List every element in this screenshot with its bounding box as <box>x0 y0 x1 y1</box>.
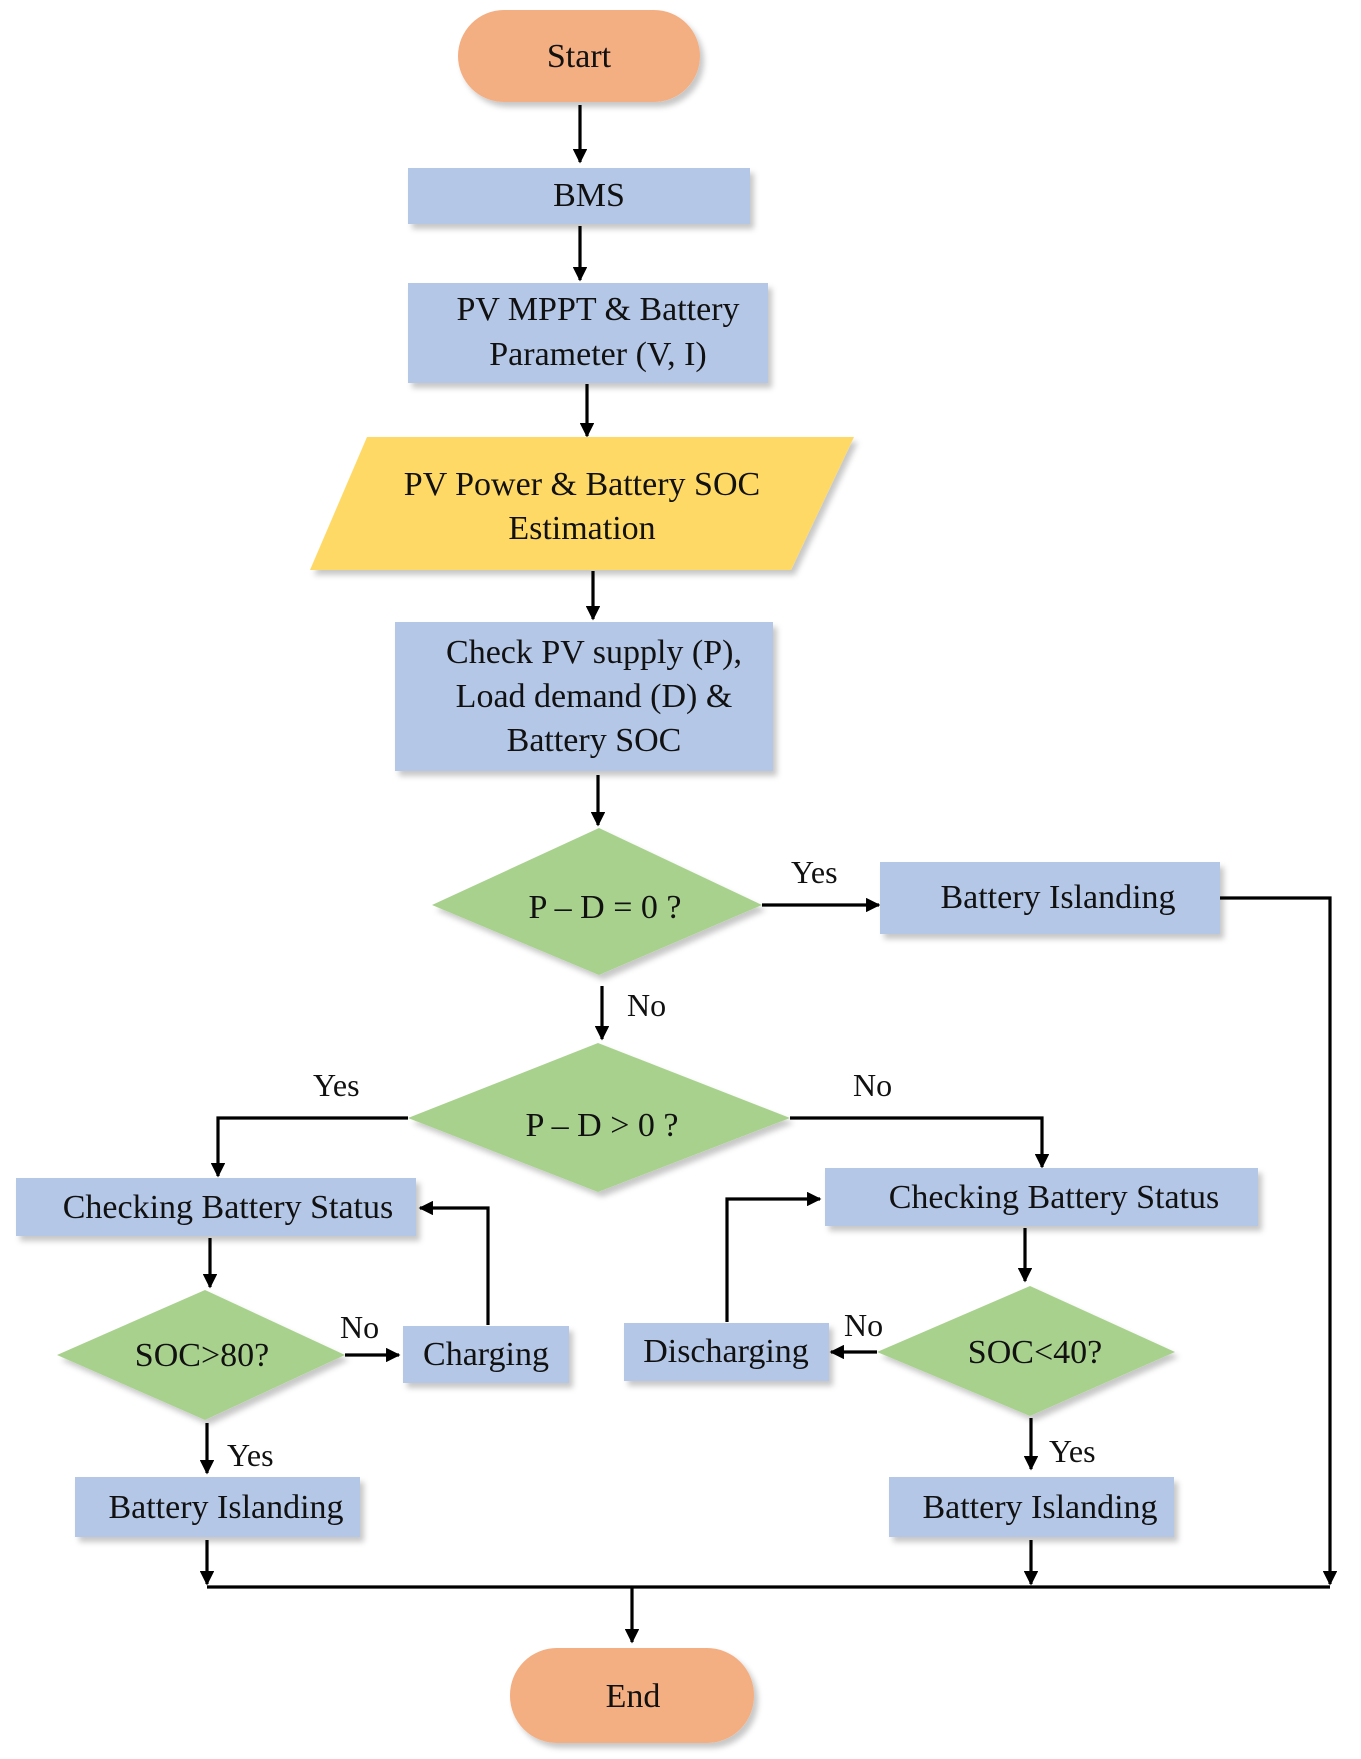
edge-surplus-yes <box>210 1116 408 1178</box>
check-line-3: Battery SOC <box>507 722 682 759</box>
decision-soc40-node: SOC<40? <box>877 1286 1175 1416</box>
label-soc80-no: No <box>340 1309 379 1345</box>
island-top-node: Battery Islanding <box>880 862 1220 934</box>
check-status-right-label: Checking Battery Status <box>889 1179 1220 1216</box>
params-line-1: PV MPPT & Battery <box>456 291 739 328</box>
check-line-1: Check PV supply (P), <box>446 634 742 671</box>
end-label: End <box>606 1678 661 1715</box>
estimation-line-2: Estimation <box>508 510 655 547</box>
island-top-label: Battery Islanding <box>940 879 1175 916</box>
island-left-label: Battery Islanding <box>108 1489 343 1526</box>
island-right-label: Battery Islanding <box>922 1489 1157 1526</box>
label-surplus-yes: Yes <box>313 1067 360 1103</box>
edge-island-top-to-end <box>1220 896 1338 1586</box>
bms-label: BMS <box>553 177 625 214</box>
edge-labels: Yes No Yes No No Yes No Yes <box>227 854 1096 1473</box>
decision-soc40-label: SOC<40? <box>968 1334 1102 1371</box>
check-status-left-node: Checking Battery Status <box>16 1178 416 1236</box>
edge-charging-loop <box>418 1200 490 1325</box>
decision-balance-label: P – D = 0 ? <box>529 889 682 926</box>
label-soc80-yes: Yes <box>227 1437 274 1473</box>
check-status-left-label: Checking Battery Status <box>63 1189 394 1226</box>
nodes: Start BMS PV MPPT & Battery Parameter (V… <box>16 10 1258 1743</box>
start-label: Start <box>547 38 612 75</box>
label-balance-no: No <box>627 987 666 1023</box>
edge-surplus-no <box>790 1116 1050 1169</box>
decision-soc80-node: SOC>80? <box>57 1290 345 1420</box>
decision-surplus-label: P – D > 0 ? <box>526 1107 679 1144</box>
edges <box>199 105 1338 1644</box>
end-node: End <box>510 1648 754 1743</box>
check-node: Check PV supply (P), Load demand (D) & B… <box>395 622 773 771</box>
island-left-node: Battery Islanding <box>75 1477 360 1537</box>
decision-surplus-node: P – D > 0 ? <box>408 1043 790 1192</box>
estimation-node: PV Power & Battery SOC Estimation <box>310 437 854 570</box>
check-line-2: Load demand (D) & <box>456 678 733 715</box>
label-balance-yes: Yes <box>791 854 838 890</box>
label-soc40-yes: Yes <box>1049 1433 1096 1469</box>
estimation-line-1: PV Power & Battery SOC <box>404 466 760 503</box>
edge-discharging-loop <box>725 1191 822 1322</box>
label-surplus-no: No <box>853 1067 892 1103</box>
params-line-2: Parameter (V, I) <box>489 336 706 373</box>
params-node: PV MPPT & Battery Parameter (V, I) <box>408 283 768 383</box>
charging-node: Charging <box>403 1326 569 1383</box>
island-right-node: Battery Islanding <box>889 1477 1174 1537</box>
start-node: Start <box>458 10 700 102</box>
discharging-label: Discharging <box>643 1333 809 1370</box>
label-soc40-no: No <box>844 1307 883 1343</box>
bms-node: BMS <box>408 168 750 224</box>
decision-balance-node: P – D = 0 ? <box>432 828 762 975</box>
charging-label: Charging <box>423 1336 549 1373</box>
discharging-node: Discharging <box>624 1323 829 1381</box>
check-status-right-node: Checking Battery Status <box>825 1168 1258 1226</box>
decision-soc80-label: SOC>80? <box>135 1337 269 1374</box>
